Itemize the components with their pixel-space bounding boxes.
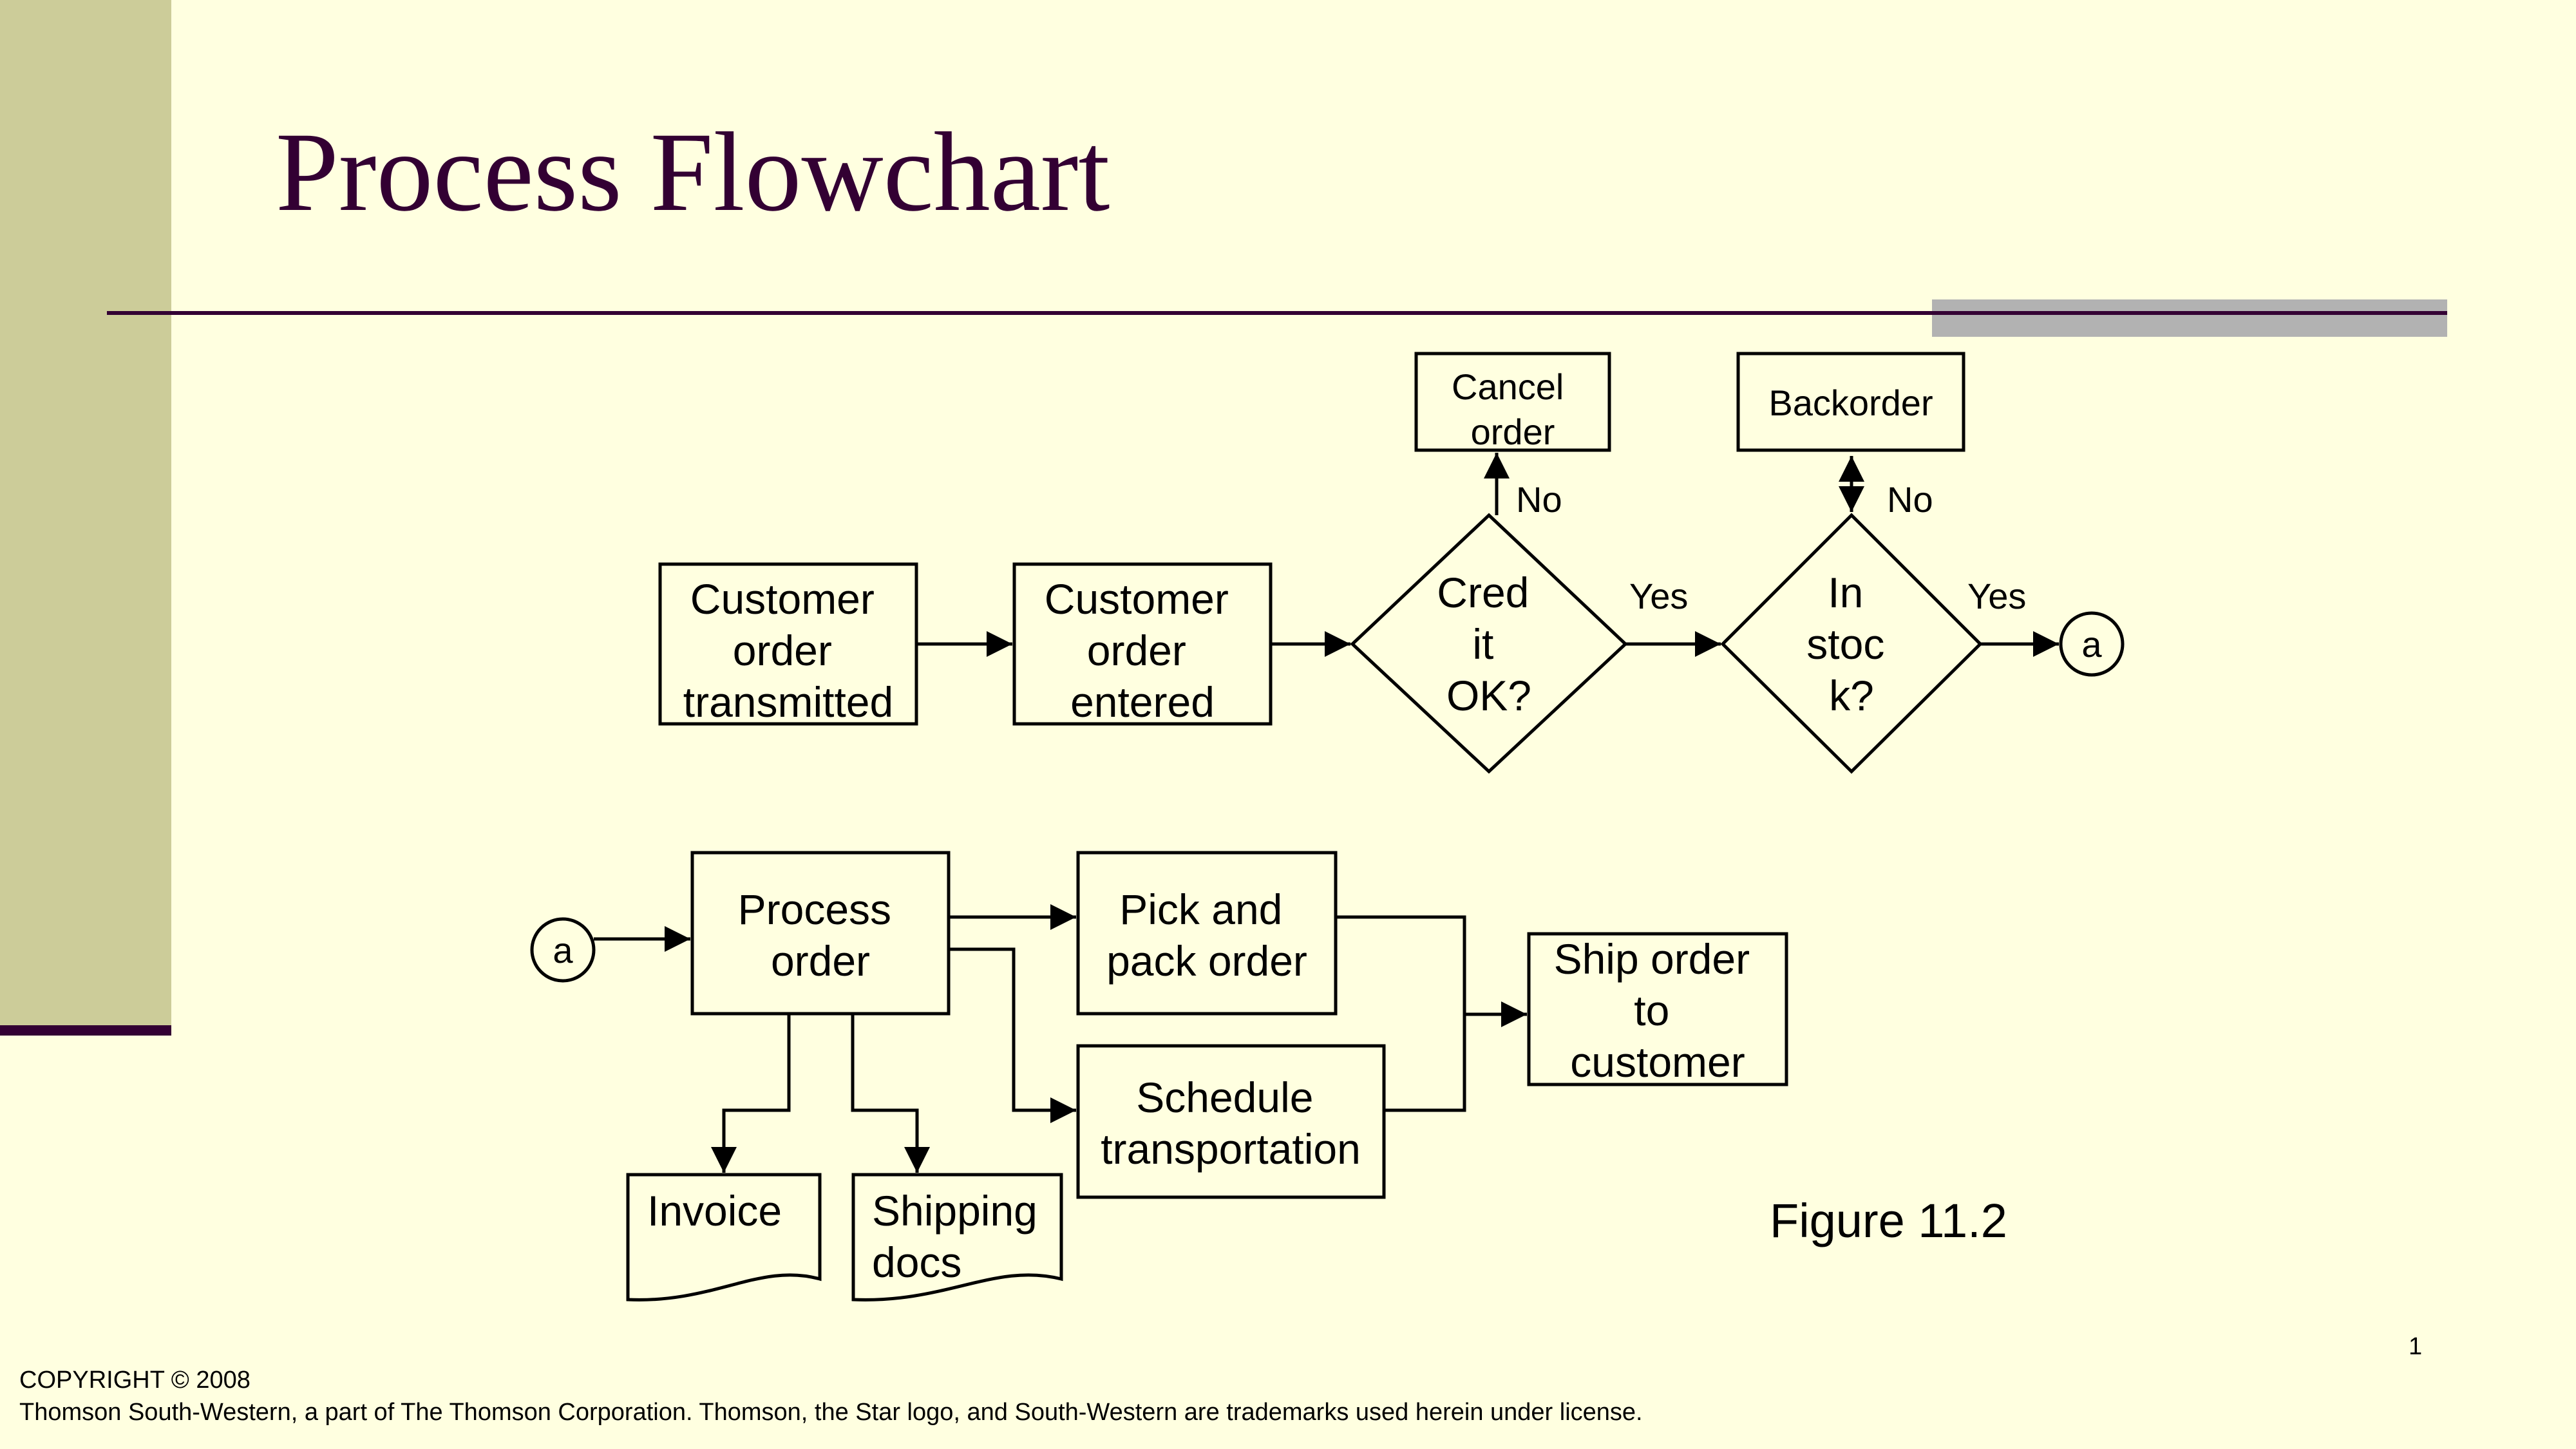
svg-text:Customer order ent: Customer order entered	[1045, 575, 1240, 726]
arrow-process-to-invoice	[711, 1014, 791, 1173]
schedule-line-2: transportation	[1101, 1125, 1361, 1173]
copyright-line-1: COPYRIGHT © 2008	[19, 1367, 251, 1394]
arrow-process-to-shipping-docs	[851, 1014, 930, 1173]
schedule-line-1: Schedule	[1136, 1074, 1313, 1121]
ship-line-1: Ship order	[1554, 935, 1750, 983]
backorder-label: Backorder	[1768, 383, 1933, 423]
ship-order-box	[1527, 932, 1788, 1086]
svg-text:Process order: Process order	[738, 886, 904, 985]
stock-line-2: stoc	[1806, 620, 1884, 668]
customer-order-transmitted-box	[658, 562, 918, 726]
transmitted-line-2: order	[733, 627, 832, 674]
credit-ok-decision	[1350, 513, 1628, 774]
entered-line-3: entered	[1070, 678, 1215, 726]
credit-line-3: OK?	[1446, 672, 1531, 719]
title-rule-accent	[1932, 299, 2447, 337]
copyright-notice: COPYRIGHT © 2008 Thomson South-Western, …	[19, 1364, 1643, 1428]
backorder-box	[1736, 352, 1965, 452]
schedule-transportation-box	[1076, 1044, 1386, 1199]
slide-number: 1	[2409, 1333, 2423, 1360]
pick-line-2: pack order	[1106, 937, 1307, 985]
connector-in-label: a	[553, 930, 573, 971]
sidebar-underline	[0, 1025, 171, 1036]
invoice-label: Invoice	[647, 1187, 782, 1235]
figure-label: Figure 11.2	[1770, 1194, 2007, 1247]
svg-text:Schedule transportation: Schedule transportation	[1101, 1074, 1361, 1173]
svg-text:Cred it OK?: Cred it OK?	[1437, 569, 1540, 719]
title-rule	[107, 311, 2447, 315]
process-line-2: order	[771, 937, 870, 985]
credit-line-1: Cred	[1437, 569, 1529, 616]
svg-text:Pick and pack order: Pick and pack order	[1106, 886, 1307, 985]
sidebar-band	[0, 0, 171, 1030]
ship-line-3: customer	[1570, 1038, 1745, 1086]
cancel-line-1: Cancel	[1452, 366, 1564, 407]
credit-line-2: it	[1472, 620, 1493, 668]
connector-out-label: a	[2081, 624, 2102, 665]
cancel-order-box	[1414, 352, 1611, 452]
pick-and-pack-box	[1076, 851, 1338, 1016]
process-line-1: Process	[738, 886, 891, 933]
shipping-docs-line-1: Shipping	[872, 1187, 1037, 1235]
svg-text:Customer order tra: Customer order transmitted	[683, 575, 893, 726]
shipping-docs-line-2: docs	[872, 1238, 961, 1286]
stock-no-label: No	[1887, 479, 1933, 520]
svg-text:Shipping docs: Shipping docs	[872, 1187, 1049, 1286]
credit-no-label: No	[1516, 479, 1562, 520]
stock-yes-label: Yes	[1967, 576, 2026, 616]
ship-line-2: to	[1634, 987, 1669, 1034]
transmitted-line-3: transmitted	[683, 678, 893, 726]
entered-line-2: order	[1087, 627, 1186, 674]
svg-text:Backorder: Backorder	[1768, 383, 1933, 423]
connector-a-out	[2059, 611, 2125, 677]
entered-line-1: Customer	[1045, 575, 1229, 623]
svg-text:Cancel order: Cancel order	[1452, 366, 1574, 452]
transmitted-line-1: Customer	[690, 575, 875, 623]
stock-line-1: In	[1828, 569, 1863, 616]
process-order-box	[690, 851, 951, 1016]
svg-text:Ship order to cust: Ship order to customer	[1554, 935, 1762, 1086]
arrow-process-to-schedule	[949, 947, 1076, 1123]
customer-order-entered-box	[1012, 562, 1273, 726]
pick-line-1: Pick and	[1119, 886, 1282, 933]
invoice-document	[626, 1173, 822, 1302]
copyright-line-2: Thomson South-Western, a part of The Tho…	[19, 1399, 1643, 1426]
connector-a-in	[530, 917, 596, 983]
cancel-line-2: order	[1471, 412, 1555, 452]
in-stock-decision	[1720, 513, 1983, 774]
stock-line-3: k?	[1829, 672, 1874, 719]
svg-text:In stoc k?: In stoc k?	[1806, 569, 1896, 719]
slide-title: Process Flowchart	[276, 109, 1110, 235]
credit-yes-label: Yes	[1629, 576, 1688, 616]
shipping-docs-document	[851, 1173, 1063, 1302]
